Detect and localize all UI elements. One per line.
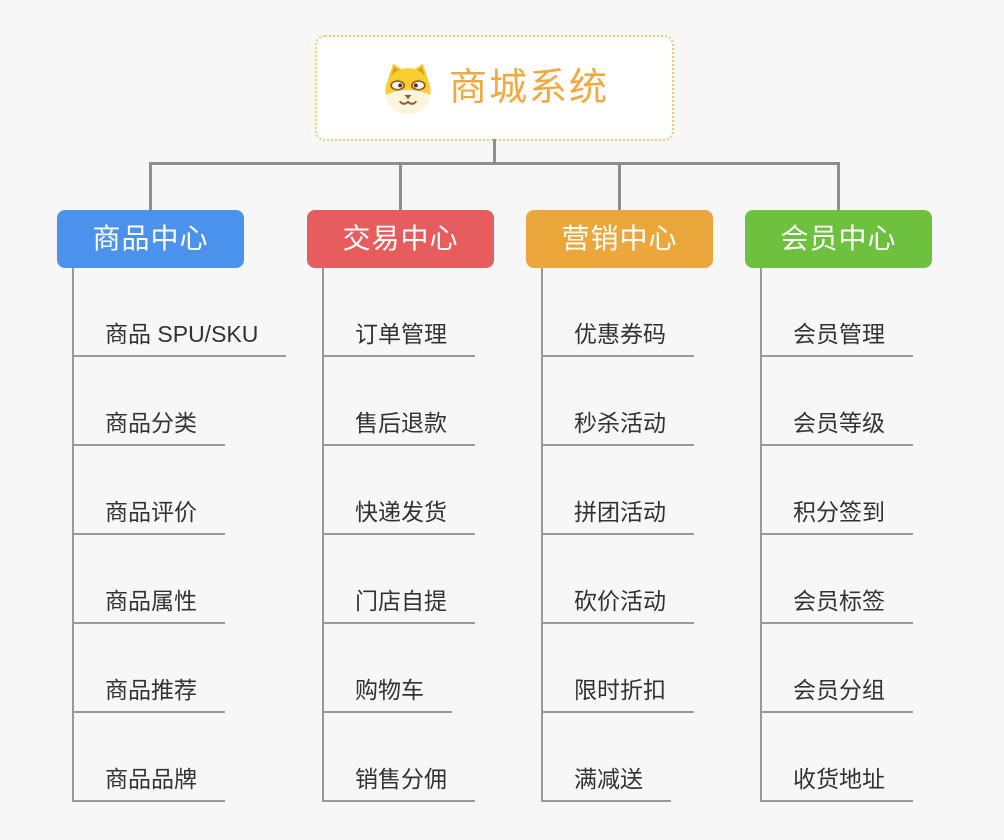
branch-node[interactable]: 商品中心 bbox=[57, 210, 244, 268]
leaf-label: 订单管理 bbox=[355, 321, 447, 347]
trunk-line bbox=[322, 268, 324, 802]
leaf-node[interactable]: 砍价活动 bbox=[541, 574, 694, 624]
leaf-node[interactable]: 商品属性 bbox=[72, 574, 225, 624]
connector-root-stub bbox=[493, 139, 496, 165]
branch-label: 会员中心 bbox=[780, 223, 897, 254]
leaf-label: 积分签到 bbox=[793, 499, 885, 525]
root-node[interactable]: 商城系统 bbox=[315, 35, 674, 141]
leaf-node[interactable]: 优惠券码 bbox=[541, 307, 694, 357]
branch-label: 营销中心 bbox=[561, 223, 678, 254]
leaf-node[interactable]: 满减送 bbox=[541, 752, 671, 802]
leaf-node[interactable]: 商品品牌 bbox=[72, 752, 225, 802]
leaf-label: 商品推荐 bbox=[105, 677, 197, 703]
trunk-line bbox=[72, 268, 74, 802]
leaf-label: 秒杀活动 bbox=[574, 410, 666, 436]
branch-label: 商品中心 bbox=[92, 223, 209, 254]
leaf-node[interactable]: 积分签到 bbox=[760, 485, 913, 535]
leaf-node[interactable]: 商品评价 bbox=[72, 485, 225, 535]
leaf-label: 优惠券码 bbox=[574, 321, 666, 347]
connector-drop bbox=[837, 162, 840, 210]
leaf-label: 会员管理 bbox=[793, 321, 885, 347]
leaf-label: 购物车 bbox=[355, 677, 424, 703]
leaf-label: 拼团活动 bbox=[574, 499, 666, 525]
leaf-label: 商品属性 bbox=[105, 588, 197, 614]
dog-face-icon bbox=[380, 62, 436, 114]
connector-drop bbox=[618, 162, 621, 210]
leaf-label: 会员等级 bbox=[793, 410, 885, 436]
leaf-node[interactable]: 会员等级 bbox=[760, 396, 913, 446]
leaf-label: 商品 SPU/SKU bbox=[105, 321, 259, 347]
trunk-line bbox=[760, 268, 762, 802]
leaf-node[interactable]: 限时折扣 bbox=[541, 663, 694, 713]
leaf-node[interactable]: 会员标签 bbox=[760, 574, 913, 624]
leaf-node[interactable]: 拼团活动 bbox=[541, 485, 694, 535]
root-title: 商城系统 bbox=[448, 67, 609, 109]
leaf-label: 商品分类 bbox=[105, 410, 197, 436]
leaf-node[interactable]: 购物车 bbox=[322, 663, 452, 713]
leaf-node[interactable]: 商品 SPU/SKU bbox=[72, 307, 287, 357]
leaf-label: 快递发货 bbox=[355, 499, 447, 525]
leaf-label: 限时折扣 bbox=[574, 677, 666, 703]
leaf-node[interactable]: 商品推荐 bbox=[72, 663, 225, 713]
leaf-node[interactable]: 会员分组 bbox=[760, 663, 913, 713]
leaf-node[interactable]: 销售分佣 bbox=[322, 752, 475, 802]
trunk-line bbox=[541, 268, 543, 802]
leaf-node[interactable]: 门店自提 bbox=[322, 574, 475, 624]
leaf-node[interactable]: 秒杀活动 bbox=[541, 396, 694, 446]
branch-node[interactable]: 交易中心 bbox=[307, 210, 494, 268]
leaf-label: 会员分组 bbox=[793, 677, 885, 703]
leaf-label: 门店自提 bbox=[355, 588, 447, 614]
leaf-label: 销售分佣 bbox=[355, 766, 447, 792]
leaf-node[interactable]: 会员管理 bbox=[760, 307, 913, 357]
leaf-label: 会员标签 bbox=[793, 588, 885, 614]
branch-node[interactable]: 会员中心 bbox=[745, 210, 932, 268]
leaf-label: 满减送 bbox=[574, 766, 643, 792]
leaf-label: 商品品牌 bbox=[105, 766, 197, 792]
leaf-node[interactable]: 订单管理 bbox=[322, 307, 475, 357]
leaf-label: 售后退款 bbox=[355, 410, 447, 436]
leaf-label: 砍价活动 bbox=[574, 588, 666, 614]
leaf-node[interactable]: 售后退款 bbox=[322, 396, 475, 446]
connector-rail bbox=[149, 162, 840, 165]
leaf-node[interactable]: 收货地址 bbox=[760, 752, 913, 802]
leaf-label: 商品评价 bbox=[105, 499, 197, 525]
connector-drop bbox=[149, 162, 152, 210]
leaf-node[interactable]: 商品分类 bbox=[72, 396, 225, 446]
branch-label: 交易中心 bbox=[342, 223, 459, 254]
branch-node[interactable]: 营销中心 bbox=[526, 210, 713, 268]
leaf-label: 收货地址 bbox=[793, 766, 885, 792]
connector-drop bbox=[399, 162, 402, 210]
leaf-node[interactable]: 快递发货 bbox=[322, 485, 475, 535]
